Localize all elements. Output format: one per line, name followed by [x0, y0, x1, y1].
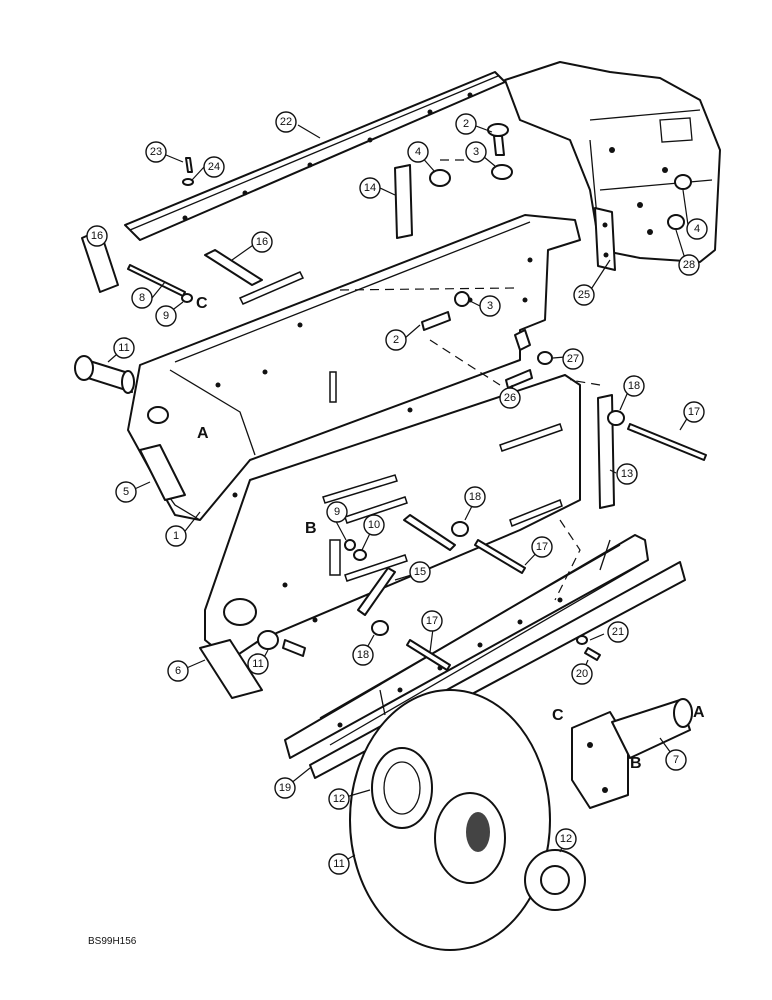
callout-24: 24 — [203, 156, 225, 178]
callout-11b: 11 — [247, 653, 269, 675]
svg-text:24: 24 — [208, 161, 220, 173]
pivot-pin — [74, 355, 135, 394]
svg-text:3: 3 — [473, 146, 479, 158]
svg-text:17: 17 — [688, 406, 700, 418]
svg-text:12: 12 — [333, 793, 345, 805]
letter-c-upper: C — [196, 295, 208, 312]
callout-18c: 18 — [352, 644, 374, 666]
svg-text:23: 23 — [150, 146, 162, 158]
callout-4: 4 — [407, 141, 429, 163]
callout-15: 15 — [409, 561, 431, 583]
callout-27: 27 — [562, 348, 584, 370]
callout-18b: 18 — [464, 486, 486, 508]
callout-16b: 16 — [251, 231, 273, 253]
callout-4b: 4 — [686, 218, 708, 240]
callout-14: 14 — [359, 177, 381, 199]
svg-text:16: 16 — [91, 230, 103, 242]
callout-12: 12 — [328, 788, 350, 810]
svg-text:11: 11 — [118, 342, 129, 354]
letter-b-motor: B — [630, 755, 642, 772]
callout-28: 28 — [678, 254, 700, 276]
letter-b-upper: B — [305, 520, 317, 537]
connection-lines — [339, 159, 601, 601]
callout-10: 10 — [363, 514, 385, 536]
svg-text:1: 1 — [173, 530, 179, 542]
svg-text:25: 25 — [578, 289, 590, 301]
document-id: BS99H156 — [88, 936, 137, 947]
callout-18: 18 — [623, 375, 645, 397]
top-plate — [124, 71, 506, 241]
svg-text:10: 10 — [368, 519, 380, 531]
letter-c-motor: C — [552, 707, 564, 724]
sprocket-wheel — [349, 689, 586, 951]
svg-text:17: 17 — [536, 541, 548, 553]
svg-text:9: 9 — [334, 506, 340, 518]
svg-text:27: 27 — [567, 353, 579, 365]
svg-text:14: 14 — [364, 182, 376, 194]
svg-text:13: 13 — [621, 468, 633, 480]
callout-22: 22 — [275, 111, 297, 133]
callouts: 22 2 23 24 4 3 14 4 28 16 16 8 9 3 25 11… — [86, 111, 708, 875]
callout-9: 9 — [155, 305, 177, 327]
callout-5: 5 — [115, 481, 137, 503]
svg-text:11: 11 — [333, 858, 344, 870]
svg-text:7: 7 — [673, 754, 679, 766]
svg-text:4: 4 — [415, 146, 421, 158]
svg-text:15: 15 — [414, 566, 426, 578]
svg-text:26: 26 — [504, 392, 516, 404]
hydraulic-motor — [571, 698, 693, 809]
svg-text:3: 3 — [487, 300, 493, 312]
svg-text:5: 5 — [123, 486, 129, 498]
svg-text:6: 6 — [175, 665, 181, 677]
svg-text:20: 20 — [576, 668, 588, 680]
callout-6: 6 — [167, 660, 189, 682]
callout-25: 25 — [573, 284, 595, 306]
callout-17b: 17 — [531, 536, 553, 558]
svg-text:2: 2 — [393, 334, 399, 346]
svg-text:2: 2 — [463, 118, 469, 130]
leader-lines — [94, 124, 692, 865]
letter-a-upper: A — [197, 425, 209, 442]
svg-text:9: 9 — [163, 310, 169, 322]
callout-17: 17 — [683, 401, 705, 423]
callout-26: 26 — [499, 387, 521, 409]
svg-text:4: 4 — [694, 223, 700, 235]
callout-19: 19 — [274, 777, 296, 799]
callout-3b: 3 — [479, 295, 501, 317]
callout-11c: 11 — [328, 853, 350, 875]
svg-text:11: 11 — [252, 658, 263, 670]
svg-text:17: 17 — [426, 615, 438, 627]
svg-text:18: 18 — [357, 649, 369, 661]
svg-text:28: 28 — [683, 259, 695, 271]
svg-text:18: 18 — [469, 491, 481, 503]
callout-12b: 12 — [555, 828, 577, 850]
callout-16: 16 — [86, 225, 108, 247]
reference-letters: C A B C A B — [196, 295, 705, 772]
brackets — [81, 164, 615, 699]
letter-a-motor: A — [693, 704, 705, 721]
svg-text:12: 12 — [560, 833, 572, 845]
callout-8: 8 — [131, 287, 153, 309]
hardware — [127, 123, 707, 671]
svg-text:18: 18 — [628, 380, 640, 392]
callout-20: 20 — [571, 663, 593, 685]
svg-text:16: 16 — [256, 236, 268, 248]
svg-text:21: 21 — [612, 626, 624, 638]
callout-3: 3 — [465, 141, 487, 163]
svg-text:22: 22 — [280, 116, 292, 128]
callout-1: 1 — [165, 525, 187, 547]
callout-9b: 9 — [326, 501, 348, 523]
callout-7: 7 — [665, 749, 687, 771]
callout-2b: 2 — [385, 329, 407, 351]
callout-2: 2 — [455, 113, 477, 135]
callout-17c: 17 — [421, 610, 443, 632]
svg-text:19: 19 — [279, 782, 291, 794]
callout-21: 21 — [607, 621, 629, 643]
mounting-strap — [594, 207, 616, 271]
callout-13: 13 — [616, 463, 638, 485]
svg-text:8: 8 — [139, 292, 145, 304]
callout-11: 11 — [113, 337, 135, 359]
callout-23: 23 — [145, 141, 167, 163]
